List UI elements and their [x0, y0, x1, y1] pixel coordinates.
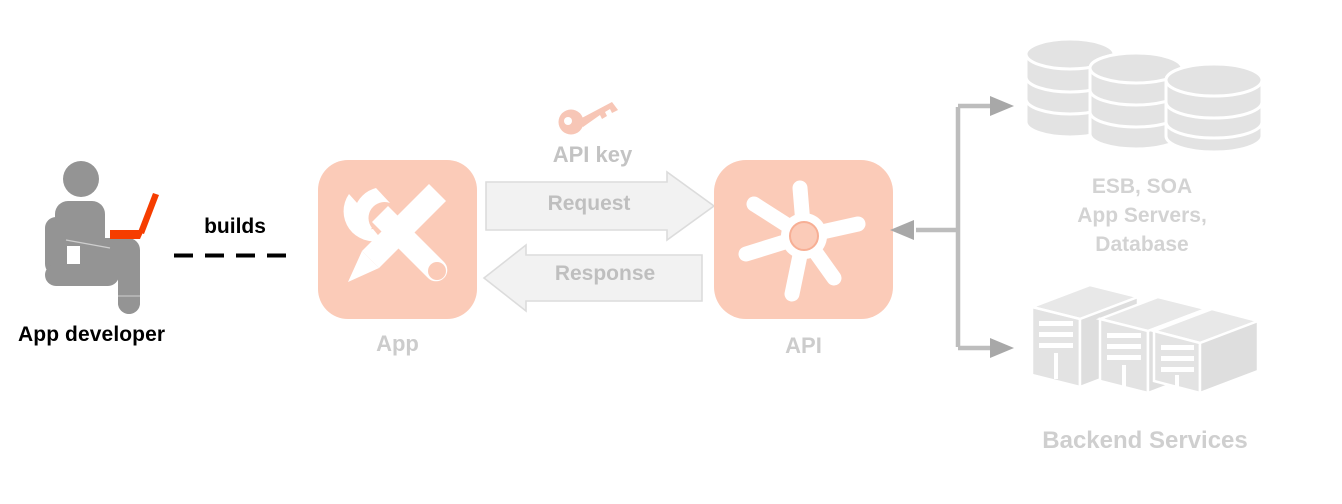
response-label: Response — [554, 262, 656, 285]
right-block-arrow — [484, 170, 716, 242]
dashed-line — [172, 245, 300, 258]
wrench-and-pencil-icon — [336, 178, 460, 302]
seated-developer-with-laptop-icon — [40, 160, 175, 315]
builds-label: builds — [204, 215, 266, 238]
backend-systems-text: ESB, SOA App Servers, Database — [1020, 172, 1264, 259]
developer-label: App developer — [18, 323, 166, 346]
left-block-arrow — [482, 243, 704, 313]
branching-arrow-connector — [886, 92, 1016, 362]
api-label: API — [785, 333, 822, 358]
backend-services-label: Backend Services — [1042, 427, 1248, 454]
backend-systems-line-2: App Servers, — [1077, 204, 1207, 227]
api-key-label: API key — [552, 142, 633, 167]
key-icon — [558, 100, 620, 136]
backend-systems-line-3: Database — [1095, 233, 1189, 256]
database-stack-icon — [1018, 36, 1266, 154]
api-hub-star-icon — [730, 172, 878, 308]
request-label: Request — [547, 192, 631, 215]
server-rack-icon — [1027, 283, 1263, 395]
backend-systems-line-1: ESB, SOA — [1091, 175, 1193, 198]
app-label: App — [376, 331, 419, 356]
